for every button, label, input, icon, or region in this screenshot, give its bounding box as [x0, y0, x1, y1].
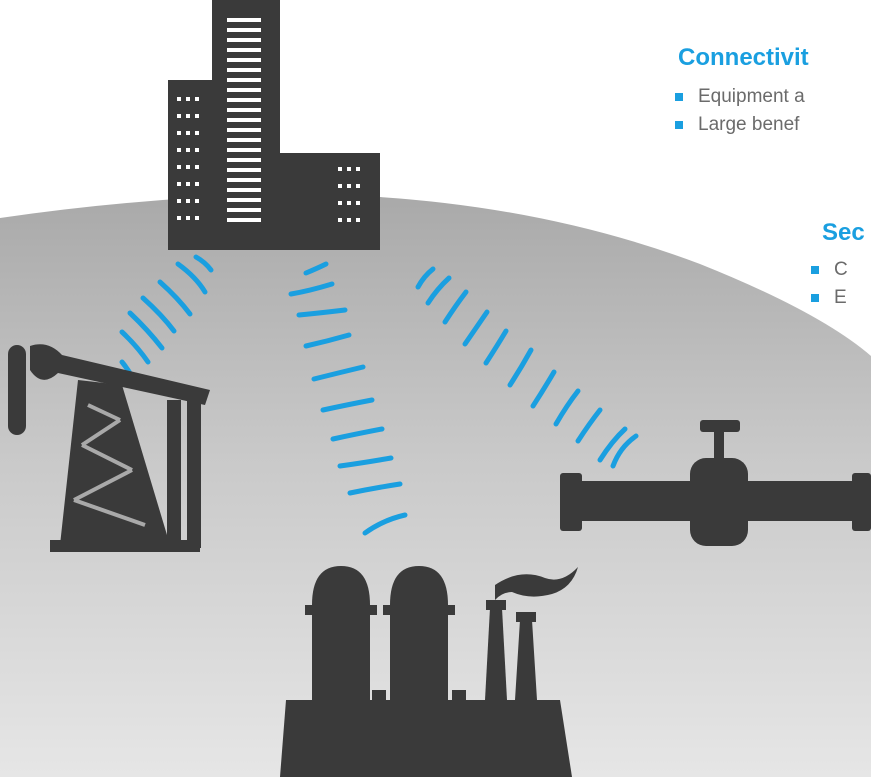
wireless-signal-icon: [415, 266, 639, 469]
list-item-text: Equipment a: [698, 86, 805, 107]
ground-hill: [0, 194, 871, 777]
wireless-signal-icon: [288, 261, 408, 536]
list-item: Large benef: [674, 111, 805, 139]
office-building-icon: [168, 0, 380, 250]
callout-second-list: C E: [810, 256, 848, 312]
list-item: C: [810, 256, 848, 284]
pipeline-valve-icon: [560, 420, 871, 546]
bullet-square-icon: [811, 294, 819, 302]
callout-connectivity-heading: Connectivit: [678, 44, 809, 71]
oil-pump-icon: [8, 344, 210, 552]
list-item-text: Large benef: [698, 114, 800, 135]
callout-connectivity-list: Equipment a Large benef: [674, 83, 805, 139]
bullet-square-icon: [675, 93, 683, 101]
bullet-square-icon: [811, 266, 819, 274]
list-item: Equipment a: [674, 83, 805, 111]
list-item-text: C: [834, 259, 848, 280]
bullet-square-icon: [675, 121, 683, 129]
list-item-text: E: [834, 287, 847, 308]
list-item: E: [810, 284, 848, 312]
factory-icon: [280, 566, 578, 777]
callout-second-heading: Sec: [822, 219, 865, 246]
